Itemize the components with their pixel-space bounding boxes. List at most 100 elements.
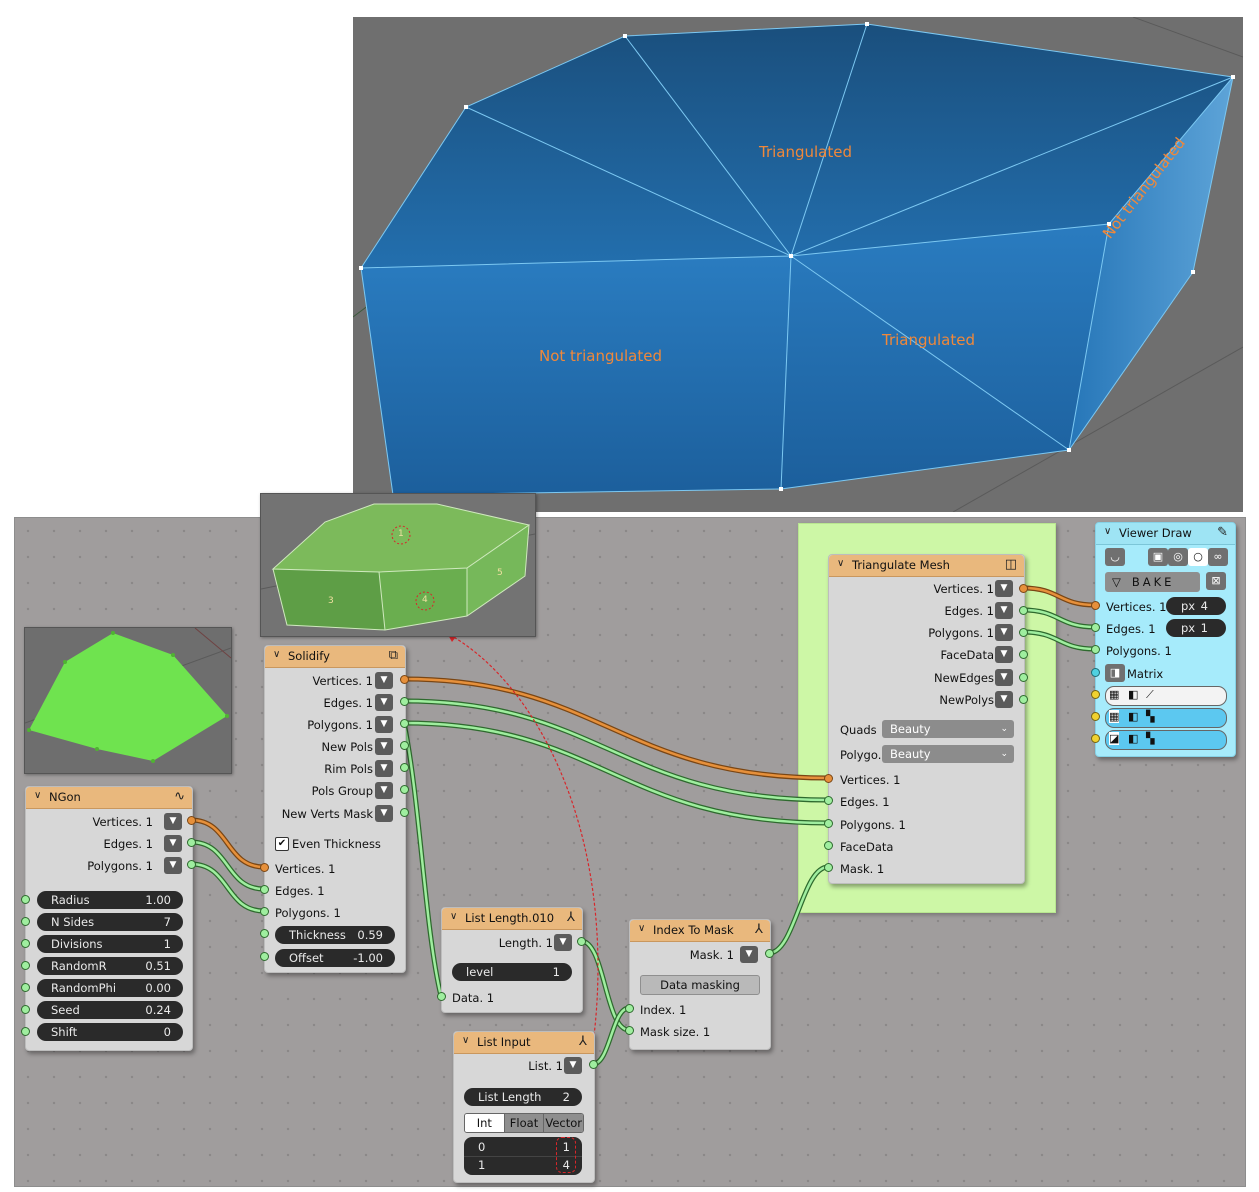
triangulate-out-polygons-socket[interactable] [1019, 628, 1028, 637]
solidify-out-pols-group-socket[interactable] [400, 785, 409, 794]
index-to-mask-out-socket[interactable] [765, 949, 774, 958]
triangulate-in-vertices-socket[interactable] [824, 774, 833, 783]
collapse-chevron-icon[interactable]: ∨ [273, 649, 281, 660]
list-icon[interactable]: ⅄ [579, 1034, 587, 1049]
edge-color-row[interactable]: ▦ ◧ ▚ [1105, 708, 1227, 728]
triangulate-out-vertices-socket[interactable] [1019, 584, 1028, 593]
solidify-out-rim-pols-socket[interactable] [400, 763, 409, 772]
list-input-out-socket[interactable] [589, 1060, 598, 1069]
viewer-face-color-socket[interactable] [1091, 734, 1100, 743]
viewer-polygons-socket[interactable] [1091, 645, 1100, 654]
node-header[interactable]: ∨ Index To Mask ⅄ [630, 920, 770, 942]
dropdown[interactable]: ▼ [995, 602, 1013, 619]
dropdown[interactable]: ▼ [375, 782, 393, 799]
shift-socket[interactable] [21, 1027, 30, 1036]
output-edges-dropdown[interactable]: ▼ [164, 835, 182, 852]
solidify-thickness-socket[interactable] [260, 929, 269, 938]
solidify-node[interactable]: ∨ Solidify ⧉ Vertices. 1 ▼ Edges. 1 ▼ Po… [264, 645, 406, 973]
ngon-edges-socket[interactable] [187, 838, 196, 847]
divisions-socket[interactable] [21, 939, 30, 948]
dropdown[interactable]: ▼ [375, 716, 393, 733]
cube-icon[interactable]: ▣ [1148, 548, 1168, 566]
tab-vector[interactable]: Vector [543, 1114, 583, 1132]
collapse-chevron-icon[interactable]: ∨ [34, 790, 42, 801]
node-header[interactable]: ∨ Viewer Draw ✎ [1096, 523, 1235, 545]
output-vertices-dropdown[interactable]: ▼ [164, 813, 182, 830]
pencil-icon[interactable]: ✎ [1217, 525, 1228, 540]
settings-icon[interactable]: ⊠ [1206, 572, 1226, 590]
dropdown[interactable]: ▼ [375, 760, 393, 777]
list-length-in-socket[interactable] [437, 992, 446, 1001]
solidify-in-vertices-socket[interactable] [260, 863, 269, 872]
tab-float[interactable]: Float [503, 1114, 544, 1132]
list-length-out-socket[interactable] [577, 937, 586, 946]
node-header[interactable]: ∨ Solidify ⧉ [265, 646, 405, 668]
solidify-out-polygons-socket[interactable] [400, 719, 409, 728]
solidify-in-edges-socket[interactable] [260, 885, 269, 894]
ngon-node[interactable]: ∨ NGon ∿ Vertices. 1 ▼ Edges. 1 ▼ Polygo… [25, 786, 193, 1051]
triangulate-out-newpolys-socket[interactable] [1019, 695, 1028, 704]
solidify-in-polygons-socket[interactable] [260, 907, 269, 916]
viewer-vertices-socket[interactable] [1091, 601, 1100, 610]
viewer-vertex-color-socket[interactable] [1091, 690, 1100, 699]
viewer-edges-socket[interactable] [1091, 623, 1100, 632]
pattern-icon[interactable]: ▚ [1146, 732, 1155, 745]
matrix-icon[interactable]: ◨ [1105, 664, 1125, 682]
pattern-icon[interactable]: ▚ [1146, 710, 1155, 723]
type-tabs[interactable]: Int Float Vector [464, 1113, 584, 1133]
dropdown[interactable]: ▼ [995, 646, 1013, 663]
triangulate-in-mask-socket[interactable] [824, 863, 833, 872]
triangulate-in-edges-socket[interactable] [824, 796, 833, 805]
radius-socket[interactable] [21, 895, 30, 904]
dropdown[interactable]: ▼ [995, 691, 1013, 708]
color-picker-icon[interactable]: ◧ [1128, 732, 1139, 745]
index-to-mask-size-socket[interactable] [625, 1026, 634, 1035]
face-display-icon[interactable]: ◪ [1109, 732, 1120, 745]
node-header[interactable]: ∨ Triangulate Mesh ◫ [829, 555, 1024, 577]
profile-curve-icon[interactable]: ∿ [174, 789, 185, 804]
dropdown[interactable]: ▼ [995, 580, 1013, 597]
viewer-matrix-socket[interactable] [1091, 668, 1100, 677]
wire-icon[interactable]: ◎ [1168, 548, 1188, 566]
node-header[interactable]: ∨ NGon ∿ [26, 787, 192, 809]
solidify-out-new-verts-mask-socket[interactable] [400, 808, 409, 817]
list-icon[interactable]: ⅄ [755, 922, 763, 937]
collapse-chevron-icon[interactable]: ∨ [450, 911, 458, 922]
link-icon[interactable]: ∞ [1208, 548, 1228, 566]
solidify-out-new-pols-socket[interactable] [400, 741, 409, 750]
triangulate-out-newedges-socket[interactable] [1019, 673, 1028, 682]
dropdown[interactable]: ▼ [564, 1057, 582, 1074]
color-picker-icon[interactable]: ◧ [1128, 688, 1139, 701]
color-picker-icon[interactable]: ◧ [1128, 710, 1139, 723]
n-sides-socket[interactable] [21, 917, 30, 926]
collapse-chevron-icon[interactable]: ∨ [837, 558, 845, 569]
random-r-socket[interactable] [21, 961, 30, 970]
ngon-vertices-socket[interactable] [187, 816, 196, 825]
triangulate-out-edges-socket[interactable] [1019, 606, 1028, 615]
dropdown[interactable]: ▼ [740, 946, 758, 963]
solidify-out-vertices-socket[interactable] [400, 675, 409, 684]
random-phi-socket[interactable] [21, 983, 30, 992]
dropdown[interactable]: ▼ [995, 624, 1013, 641]
triangulate-mesh-node[interactable]: ∨ Triangulate Mesh ◫ Vertices. 1 ▼ Edges… [828, 554, 1025, 884]
index-to-mask-index-socket[interactable] [625, 1004, 634, 1013]
row-value[interactable]: 4 [562, 1158, 570, 1172]
tab-int[interactable]: Int [465, 1114, 504, 1132]
dropdown[interactable]: ▼ [554, 934, 572, 951]
viewer-draw-node[interactable]: ∨ Viewer Draw ✎ ◡ ▣ ◎ ○ ∞ ▽BAKE ⊠ Vertic… [1095, 522, 1236, 757]
dropdown[interactable]: ▼ [375, 694, 393, 711]
collapse-chevron-icon[interactable]: ∨ [462, 1035, 470, 1046]
triangulate-in-facedata-socket[interactable] [824, 841, 833, 850]
